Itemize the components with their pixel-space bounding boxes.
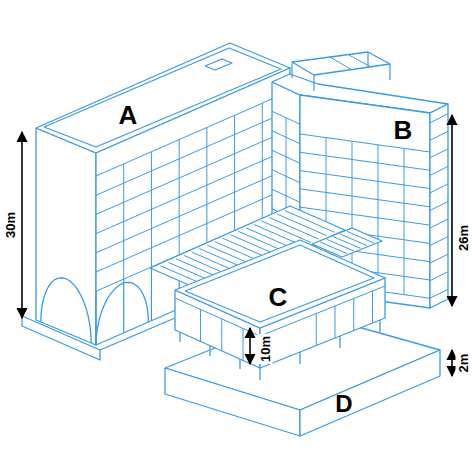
window-line <box>243 328 244 360</box>
window-line <box>430 272 448 281</box>
window-line <box>300 152 430 170</box>
dimension-arrows <box>22 115 452 376</box>
building-side-wall <box>430 104 448 308</box>
dimension-arrow <box>451 350 453 376</box>
roof-parapet <box>185 245 374 322</box>
pilotis-column <box>259 368 260 380</box>
platform-side <box>165 368 300 436</box>
deck-slat <box>334 237 361 249</box>
part-letter: B <box>392 116 415 144</box>
window-line <box>300 189 430 207</box>
window-line <box>430 166 448 175</box>
window-line <box>430 202 448 211</box>
window-line <box>430 237 448 246</box>
roof-hatch <box>205 59 232 70</box>
window-line <box>430 114 448 123</box>
dimension-label: 30m <box>3 210 18 240</box>
window-line <box>372 291 373 323</box>
pergola-beam <box>330 57 352 70</box>
roof-pergola <box>292 52 390 75</box>
deck-slat <box>269 218 319 240</box>
part-letter: C <box>267 283 290 311</box>
building-end-wall <box>36 128 96 345</box>
window-line <box>430 254 448 263</box>
pilotis-column <box>123 279 124 333</box>
deck-slat <box>327 239 354 251</box>
window-line <box>200 309 201 341</box>
pergola-post <box>291 62 292 78</box>
pilotis-column <box>299 352 300 364</box>
pergola-beam <box>349 55 371 67</box>
window-line <box>430 289 448 298</box>
window-line <box>96 129 290 214</box>
pilotis-column <box>339 336 340 348</box>
deck-slat <box>340 234 367 246</box>
dimension-arrow <box>451 115 453 306</box>
platform-side <box>300 350 440 436</box>
part-letter: D <box>333 391 354 417</box>
deck-slat <box>262 221 312 243</box>
dimension-label: 10m <box>258 334 273 364</box>
arch <box>41 278 91 343</box>
window-line <box>300 171 430 189</box>
dimension-arrow <box>21 132 23 318</box>
arch <box>96 282 148 345</box>
dimension-label: 2m <box>456 352 471 375</box>
window-line <box>430 184 448 193</box>
pilotis-column <box>151 267 152 321</box>
window-line <box>221 319 222 351</box>
window-line <box>96 91 290 176</box>
deck-slat <box>285 211 335 233</box>
window-line <box>430 219 448 228</box>
pergola-post <box>389 64 390 80</box>
buildings <box>22 43 448 436</box>
window-line <box>378 145 379 291</box>
dimension-arrow <box>249 328 251 364</box>
window-line <box>404 148 405 294</box>
window-line <box>234 115 235 230</box>
part-letter: A <box>117 101 140 129</box>
window-line <box>430 149 448 158</box>
deck-slat <box>277 214 327 236</box>
dimension-label: 26m <box>456 223 471 253</box>
window-line <box>206 127 207 242</box>
deck-slat <box>347 231 374 243</box>
pergola-post <box>313 75 314 91</box>
pilotis-column <box>379 320 380 332</box>
window-line <box>262 103 263 218</box>
window-line <box>430 131 448 140</box>
window-line <box>151 152 152 267</box>
window-line <box>316 314 317 346</box>
window-line <box>123 164 124 279</box>
window-line <box>179 140 180 255</box>
window-line <box>353 299 354 331</box>
window-line <box>335 306 336 338</box>
roof-top <box>175 240 385 328</box>
